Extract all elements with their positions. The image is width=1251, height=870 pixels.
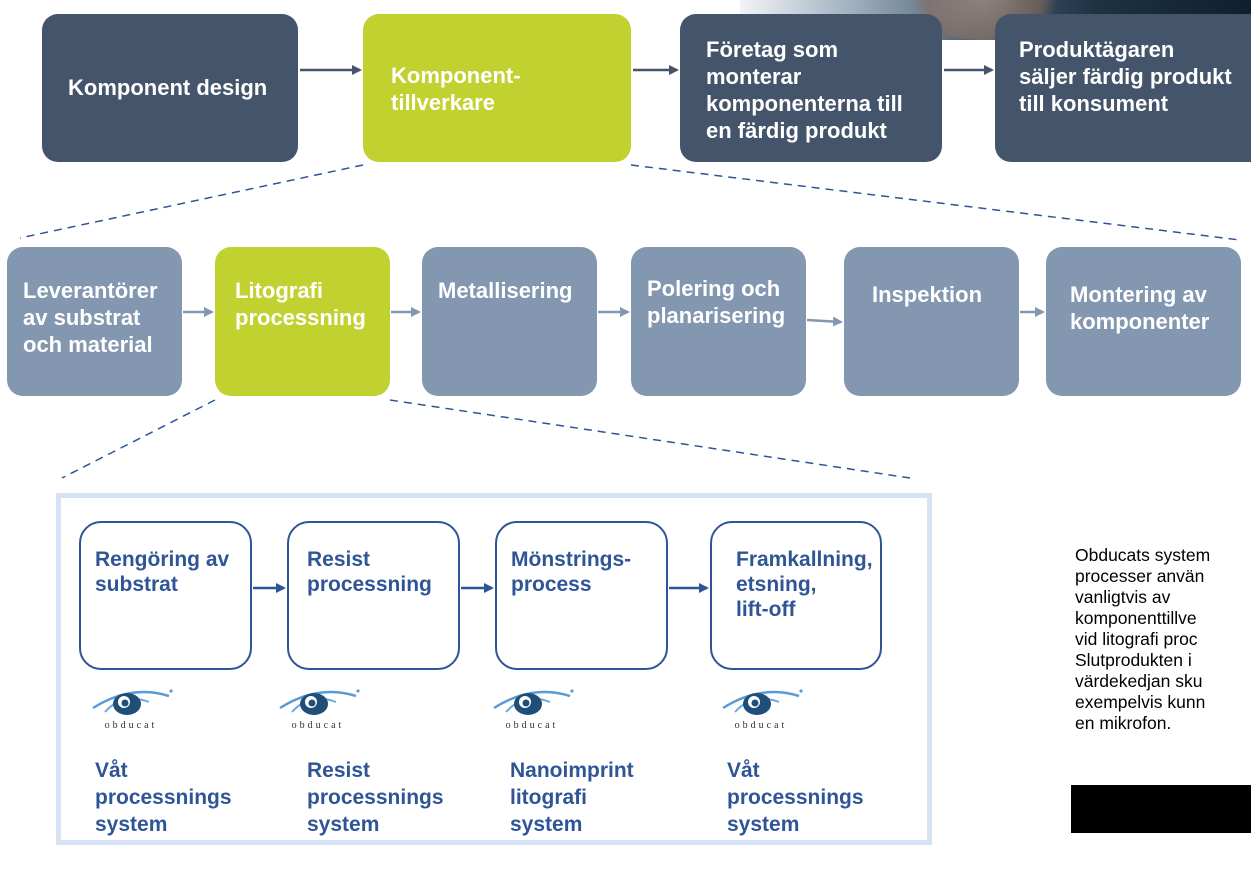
step-label: Leverantörer av substrat och material [23,278,158,357]
process-box-resist: Resist processning [287,521,460,670]
step-box-suppliers: Leverantörer av substrat och material [7,247,182,396]
obducat-wordmark: obducat [505,720,559,731]
step-box-lithography: Litografi processning [215,247,390,396]
process-label: Framkallning, etsning, lift-off [736,548,873,621]
redaction-block [1071,785,1251,833]
obducat-eye-logo: obducat [83,682,179,736]
process-label: Rengöring av substrat [95,548,230,596]
zoom-line-left-1 [19,164,364,239]
system-label-wet-2: Våt processnings system [727,759,864,836]
process-box-patterning: Mönstrings- process [495,521,668,670]
obducat-eye-logo: obducat [713,682,809,736]
obducat-wordmark: obducat [734,720,788,731]
step-label: Polering och planarisering [647,276,786,328]
value-chain-box-assembler: Företag som monterar komponenterna till … [680,14,942,162]
process-box-development: Framkallning, etsning, lift-off [710,521,882,670]
step-label: Litografi processning [235,278,366,330]
value-chain-box-product-owner: Produktägaren säljer färdig produkt till… [995,14,1251,162]
system-label-wet-1: Våt processnings system [95,759,232,836]
obducat-wordmark: obducat [104,720,158,731]
value-chain-label: Företag som monterar komponenterna till … [706,37,903,143]
value-chain-box-manufacturer: Komponent- tillverkare [363,14,631,162]
value-chain-label: Komponent design [68,75,268,100]
zoom-line-left-2 [61,399,216,479]
step-box-polishing: Polering och planarisering [631,247,806,396]
obducat-eye-logo: obducat [484,682,580,736]
process-label: Resist processning [307,548,432,596]
step-box-assembly: Montering av komponenter [1046,247,1241,396]
arrow-polishing-to-inspection [806,316,843,327]
step-label: Metallisering [438,278,573,303]
obducat-wordmark: obducat [291,720,345,731]
side-note: Obducats system processer använ vanligtv… [1075,545,1211,733]
step-label: Inspektion [872,282,983,307]
process-box-cleaning: Rengöring av substrat [79,521,252,670]
lithography-detail-frame [56,493,932,845]
step-label: Montering av komponenter [1070,282,1210,334]
system-label-resist: Resist processnings system [307,759,444,836]
process-label: Mönstrings- process [511,548,632,596]
step-box-metallization: Metallisering [422,247,597,396]
value-chain-label: Komponent- tillverkare [391,63,521,115]
value-chain-box-design: Komponent design [42,14,298,162]
value-chain-label: Produktägaren säljer färdig produkt till… [1019,37,1232,116]
obducat-eye-logo: obducat [270,682,366,736]
zoom-line-right-2 [389,399,911,479]
system-label-nanoimprint: Nanoimprint litografi system [510,759,634,836]
zoom-line-right-1 [630,164,1241,241]
step-box-inspection: Inspektion [844,247,1019,396]
